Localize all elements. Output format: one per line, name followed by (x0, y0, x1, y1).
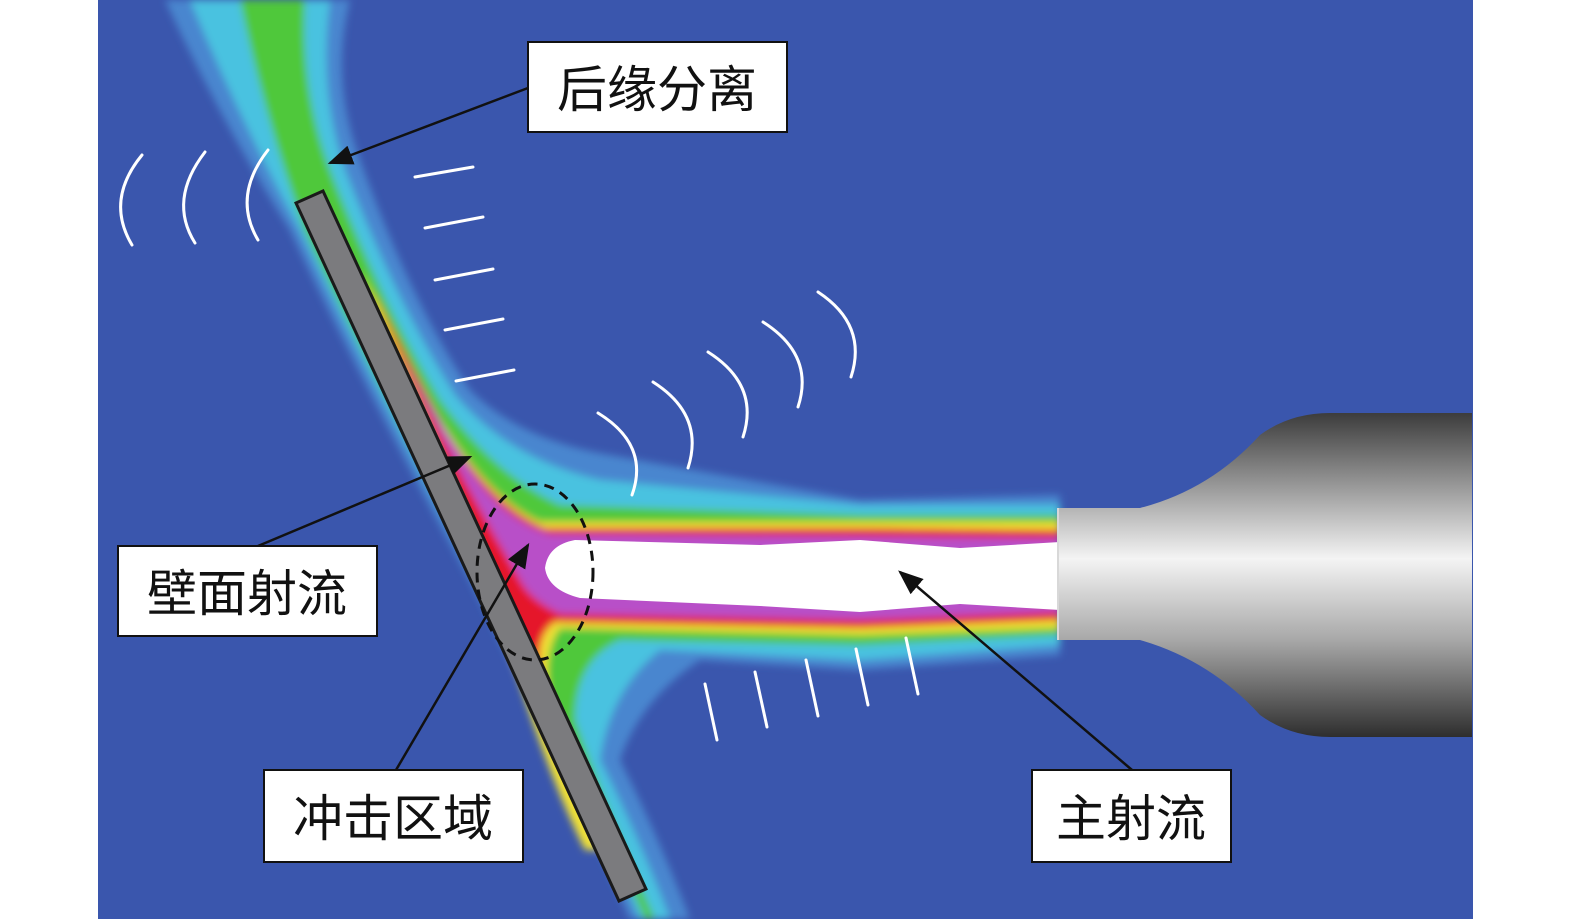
label-main-jet: 主射流 (1031, 769, 1232, 863)
inclined-plate (293, 189, 649, 903)
contour-outer-blue (165, 0, 1060, 919)
label-wall-jet: 壁面射流 (117, 545, 378, 637)
arrow-main-jet (898, 570, 1133, 771)
sound-waves-right (596, 290, 857, 497)
label-impact-region: 冲击区域 (263, 769, 524, 863)
label-impact-region-text: 冲击区域 (293, 790, 493, 848)
flow-streak-lines-lower (703, 636, 920, 742)
label-main-jet-text: 主射流 (1056, 790, 1206, 848)
arrow-wall-jet (257, 455, 473, 548)
annotation-arrows (257, 86, 1133, 771)
sound-waves-left (119, 148, 270, 247)
nozzle (1058, 413, 1472, 737)
jet-core (545, 540, 1060, 612)
label-wall-jet-text: 壁面射流 (147, 565, 347, 623)
arrow-trailing-separation (327, 86, 529, 165)
arrow-impact-region (394, 542, 530, 771)
label-trailing-separation: 后缘分离 (527, 41, 788, 133)
label-trailing-separation-text: 后缘分离 (557, 61, 757, 119)
impact-region-circle (475, 482, 595, 662)
flow-streak-lines-upper (413, 165, 516, 383)
